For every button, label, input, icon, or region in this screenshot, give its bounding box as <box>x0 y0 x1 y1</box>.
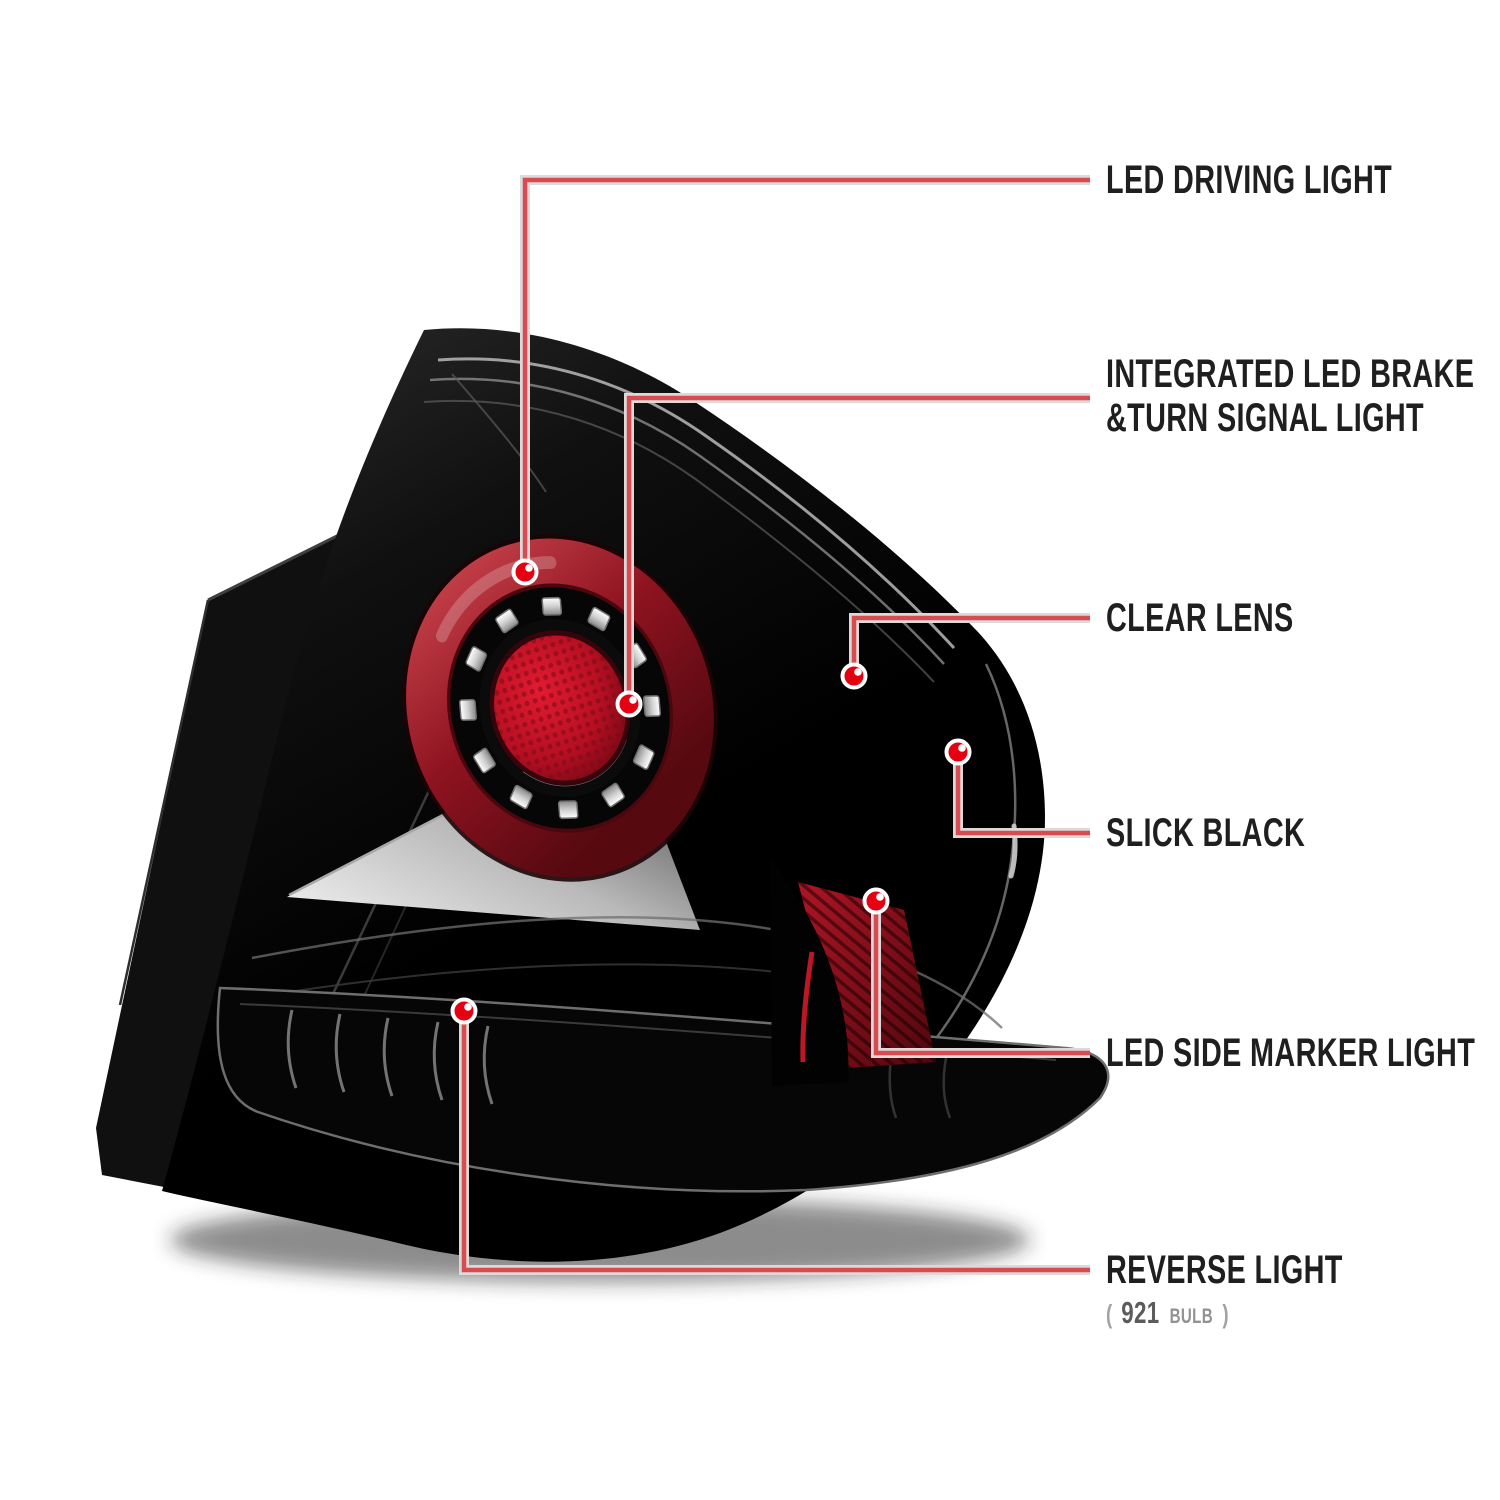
callout-sublabel-reverse-bulb: ( 921 BULB ) <box>1106 1295 1277 1331</box>
callout-label-slick-black: SLICK BLACK <box>1106 811 1306 855</box>
callout-dot-integrated-led-brake <box>615 690 643 718</box>
led-ring <box>459 596 661 820</box>
callout-label-integrated-led-brake-turn-signal: INTEGRATED LED BRAKE &TURN SIGNAL LIGHT <box>1106 352 1475 440</box>
lower-contour-lines <box>237 916 1003 1029</box>
callout-dot-led-driving-light <box>511 558 539 586</box>
bulb-close-paren: ) <box>1222 1299 1229 1329</box>
side-marker-reflector <box>770 858 936 1086</box>
bulb-number: 921 <box>1121 1295 1160 1330</box>
led-bezel <box>450 587 670 829</box>
callout-dots <box>450 558 972 1025</box>
reflector-honeycomb <box>491 632 629 784</box>
callout-label-clear-lens: CLEAR LENS <box>1106 596 1294 640</box>
ring-outer-edge <box>402 534 718 882</box>
callout-label-led-side-marker-light: LED SIDE MARKER LIGHT <box>1106 1031 1476 1075</box>
callout-label-reverse-light: REVERSE LIGHT <box>1106 1248 1343 1292</box>
callout-line-led-driving-light <box>522 177 1090 573</box>
callout-line-slick-black <box>955 753 1090 836</box>
bulb-word: BULB <box>1169 1305 1214 1328</box>
callout-line-clear-lens <box>851 615 1090 677</box>
callout-dot-led-side-marker <box>862 887 890 915</box>
callout-line-led-side-marker <box>873 902 1090 1056</box>
callout-dot-slick-black <box>944 738 972 766</box>
lens-flutes <box>286 1009 494 1105</box>
callout-line-integrated-led-brake <box>626 395 1090 705</box>
ring-inner-edge <box>446 583 674 833</box>
callout-dot-reverse-light <box>450 997 478 1025</box>
callout-dot-clear-lens <box>840 662 868 690</box>
callout-line-reverse-light <box>461 1012 1090 1273</box>
bulb-open-paren: ( <box>1106 1299 1113 1329</box>
callout-label-led-driving-light: LED DRIVING LIGHT <box>1106 158 1393 202</box>
